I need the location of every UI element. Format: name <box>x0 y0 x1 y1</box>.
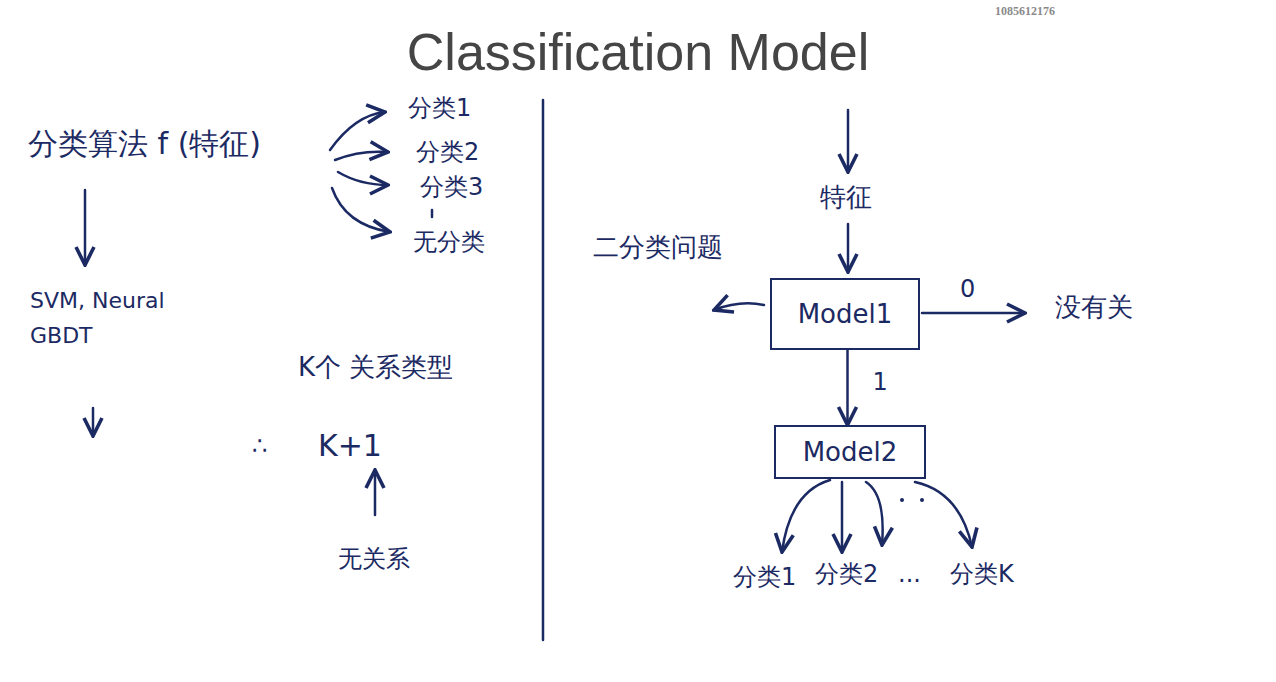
class-label: 分类2 <box>815 560 878 589</box>
arrow <box>92 408 95 436</box>
count-text: K+1 <box>318 428 382 464</box>
model-box: Model2 <box>774 425 926 479</box>
model-name: Model2 <box>803 437 898 467</box>
dot <box>900 498 904 502</box>
class-label: 分类2 <box>416 138 479 167</box>
class-label: 分类3 <box>420 173 483 202</box>
therefore-symbol: ∴ <box>252 432 267 461</box>
output-label: 没有关 <box>1055 292 1133 323</box>
connector-arrow <box>846 350 849 425</box>
branch-label: 1 <box>870 368 891 396</box>
class-label: 无分类 <box>413 228 485 257</box>
arrow <box>338 172 388 185</box>
arrow <box>330 112 385 150</box>
arrow <box>332 188 390 232</box>
dot <box>920 498 924 502</box>
arrow <box>714 303 764 310</box>
arrow <box>84 190 87 265</box>
arrow <box>915 482 972 547</box>
arrow <box>866 482 883 545</box>
note-text: 无关系 <box>338 545 410 574</box>
note-text: K个 关系类型 <box>298 352 453 383</box>
algorithm-list: SVM, Neural GBDT <box>30 283 190 353</box>
model-name: Model1 <box>798 299 893 329</box>
divider-line <box>542 100 545 640</box>
class-label: 分类K <box>950 560 1014 589</box>
arrow <box>782 480 830 552</box>
arrow <box>335 152 388 160</box>
class-label: 分类1 <box>408 94 471 123</box>
ellipsis: ... <box>898 560 921 589</box>
tick-mark <box>431 210 434 217</box>
formula-text: 分类算法 f (特征) <box>28 126 261 162</box>
title: Classification Model <box>0 22 1276 82</box>
arrow <box>847 110 850 172</box>
arrow <box>922 312 1025 315</box>
watermark: 1085612176 <box>995 4 1055 18</box>
input-label: 特征 <box>820 182 872 213</box>
class-label: 分类1 <box>733 563 796 592</box>
branch-label: 0 <box>960 275 975 304</box>
model-box: Model1 <box>770 278 920 350</box>
arrow <box>841 482 844 552</box>
arrow <box>847 224 850 272</box>
note-text: 二分类问题 <box>593 232 723 263</box>
arrow <box>374 470 377 515</box>
